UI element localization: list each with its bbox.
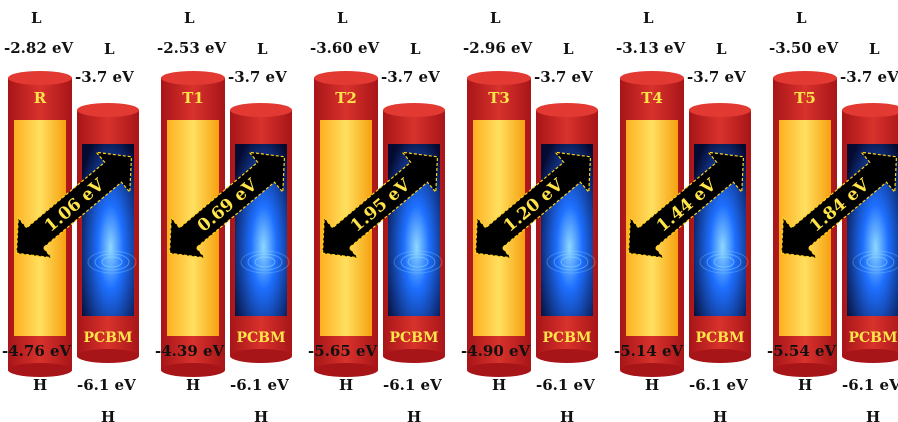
donor-lumo-value: -2.82 eV xyxy=(4,39,74,57)
acceptor-lumo-value: -3.7 eV xyxy=(840,68,898,86)
donor-homo-value: -4.76 eV xyxy=(2,342,72,360)
acceptor-lumo-value: -3.7 eV xyxy=(687,68,746,86)
acceptor-label: PCBM xyxy=(237,330,286,346)
acceptor-lumo-letter: L xyxy=(104,40,115,58)
acceptor-homo-value: -6.1 eV xyxy=(77,376,136,394)
donor-label: T5 xyxy=(794,89,816,107)
acceptor-homo-value: -6.1 eV xyxy=(842,376,898,394)
acceptor-cylinder xyxy=(383,103,445,363)
acceptor-lumo-value: -3.7 eV xyxy=(75,68,134,86)
donor-lumo-letter: L xyxy=(796,9,807,27)
donor-homo-letter: H xyxy=(645,376,660,394)
donor-lumo-value: -2.96 eV xyxy=(463,39,533,57)
donor-label: T2 xyxy=(335,89,357,107)
donor-lumo-letter: L xyxy=(490,9,501,27)
donor-lumo-value: -2.53 eV xyxy=(157,39,227,57)
donor-homo-letter: H xyxy=(339,376,354,394)
acceptor-cylinder xyxy=(77,103,139,363)
acceptor-lumo-value: -3.7 eV xyxy=(381,68,440,86)
donor-homo-value: -5.14 eV xyxy=(614,342,684,360)
acceptor-homo-letter: H xyxy=(254,408,269,422)
donor-homo-value: -4.90 eV xyxy=(461,342,531,360)
donor-label: T3 xyxy=(488,89,510,107)
donor-homo-letter: H xyxy=(33,376,48,394)
donor-homo-value: -5.65 eV xyxy=(308,342,378,360)
acceptor-lumo-letter: L xyxy=(257,40,268,58)
donor-homo-value: -4.39 eV xyxy=(155,342,225,360)
donor-label: T4 xyxy=(641,89,663,107)
acceptor-label: PCBM xyxy=(849,330,898,346)
acceptor-homo-value: -6.1 eV xyxy=(230,376,289,394)
donor-lumo-value: -3.50 eV xyxy=(769,39,839,57)
acceptor-lumo-letter: L xyxy=(716,40,727,58)
acceptor-lumo-value: -3.7 eV xyxy=(228,68,287,86)
acceptor-homo-value: -6.1 eV xyxy=(689,376,748,394)
acceptor-cylinder xyxy=(230,103,292,363)
acceptor-homo-letter: H xyxy=(101,408,116,422)
acceptor-homo-value: -6.1 eV xyxy=(536,376,595,394)
acceptor-homo-value: -6.1 eV xyxy=(383,376,442,394)
donor-lumo-letter: L xyxy=(643,9,654,27)
donor-homo-value: -5.54 eV xyxy=(767,342,837,360)
acceptor-lumo-letter: L xyxy=(869,40,880,58)
donor-homo-letter: H xyxy=(186,376,201,394)
acceptor-lumo-letter: L xyxy=(563,40,574,58)
acceptor-homo-letter: H xyxy=(407,408,422,422)
acceptor-lumo-letter: L xyxy=(410,40,421,58)
acceptor-lumo-value: -3.7 eV xyxy=(534,68,593,86)
acceptor-homo-letter: H xyxy=(560,408,575,422)
acceptor-label: PCBM xyxy=(696,330,745,346)
acceptor-label: PCBM xyxy=(84,330,133,346)
acceptor-cylinder xyxy=(842,103,898,363)
donor-label: R xyxy=(34,89,47,107)
donor-lumo-value: -3.13 eV xyxy=(616,39,686,57)
acceptor-label: PCBM xyxy=(390,330,439,346)
acceptor-homo-letter: H xyxy=(866,408,881,422)
donor-lumo-value: -3.60 eV xyxy=(310,39,380,57)
acceptor-cylinder xyxy=(689,103,751,363)
acceptor-cylinder xyxy=(536,103,598,363)
donor-homo-letter: H xyxy=(798,376,813,394)
acceptor-homo-letter: H xyxy=(713,408,728,422)
donor-lumo-letter: L xyxy=(31,9,42,27)
donor-lumo-letter: L xyxy=(337,9,348,27)
donor-label: T1 xyxy=(182,89,204,107)
donor-lumo-letter: L xyxy=(184,9,195,27)
acceptor-label: PCBM xyxy=(543,330,592,346)
donor-homo-letter: H xyxy=(492,376,507,394)
